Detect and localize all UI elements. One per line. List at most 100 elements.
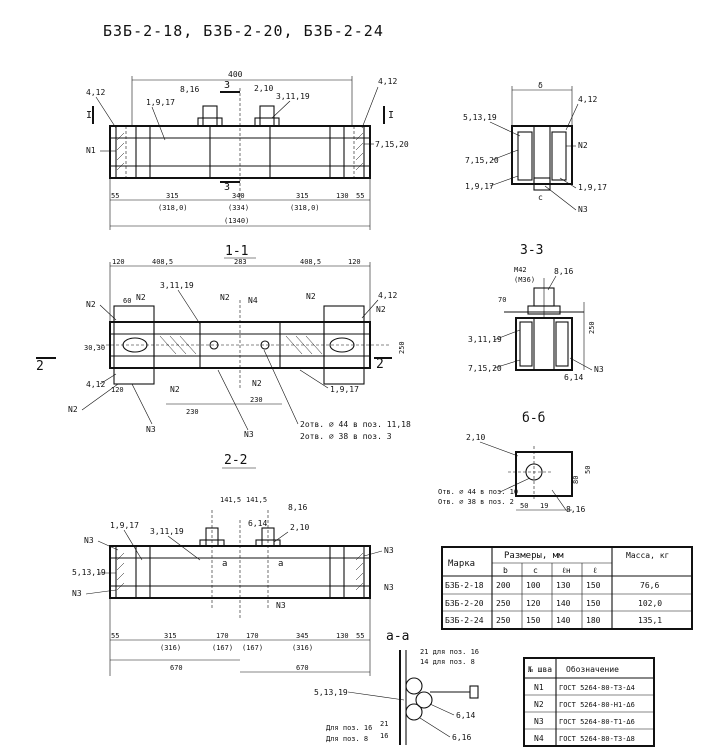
dimensions-table: Марка Размеры, мм Масса, кг b c ℓн ℓ БЗБ… [441, 546, 693, 630]
s22-label-5-13-19: 5,13,19 [72, 568, 106, 577]
wt-header-designation: Обозначение [566, 664, 619, 674]
section-2-2-title: 2-2 [224, 453, 247, 468]
dt-row2-mass: 102,0 [638, 599, 662, 608]
wt-row3-num: N3 [534, 717, 544, 726]
s11-dim-408-left: 408,5 [152, 258, 173, 266]
wt-row2-designation: ГОСТ 5264-80-Н1-Δ6 [559, 701, 635, 709]
s22-dim-170-a: 170 [216, 632, 229, 640]
s22-dim-130: 130 [336, 632, 349, 640]
s33-label-n3: N3 [594, 365, 604, 374]
s11-dim-30: 30,30 [84, 344, 105, 352]
s11-label-n2-f: N2 [68, 405, 78, 414]
section-mark-i-left: I [86, 110, 92, 121]
sbb-label-8-16: 8,16 [566, 505, 585, 514]
s22-dim-55-r: 55 [356, 632, 364, 640]
side-label-5-13-19: 5,13,19 [463, 113, 497, 122]
top-view: 400 4,12 1,9,17 8,16 3,11,19 2,10 4,12 7… [86, 70, 409, 230]
sbb-label-2-10: 2,10 [466, 433, 485, 442]
dt-header-sizes: Размеры, мм [504, 551, 564, 561]
dt-col-l: ℓ [593, 566, 597, 575]
side-view: δ 4,12 5,13,19 7,15,20 1,9,17 N2 1,9,17 … [463, 81, 607, 214]
drawing-title: БЗБ-2-18, БЗБ-2-20, БЗБ-2-24 [103, 22, 384, 40]
wt-row4-num: N4 [534, 734, 544, 743]
sbb-dim-50b: 50 [584, 466, 592, 474]
s11-mark-2-left: 2 [36, 359, 44, 374]
dim-55-right: 55 [356, 192, 364, 200]
section-mark-3-top: 3 [224, 80, 230, 91]
dt-header-mass: Масса, кг [626, 551, 669, 560]
dt-row1-c: 100 [526, 581, 541, 590]
sbb-dim-50: 50 [520, 502, 528, 510]
label-2-10: 2,10 [254, 84, 273, 93]
s22-label-n3-b: N3 [72, 589, 82, 598]
saa-label-6-16: 6,16 [452, 733, 471, 742]
s33-label-8-16: 8,16 [554, 267, 573, 276]
dim-130: 130 [336, 192, 349, 200]
section-a-a-title: а-а [386, 629, 409, 644]
label-4-12-left: 4,12 [86, 88, 105, 97]
s22-dim-345: 345 [296, 632, 309, 640]
s11-label-n2-a: N2 [86, 300, 96, 309]
s33-label-70: 70 [498, 296, 506, 304]
section-a-a: а-а 21 для поз. 16 14 для поз. 8 5,13,19… [314, 629, 479, 745]
wt-row1-num: N1 [534, 683, 544, 692]
s22-label-6-14: 6,14 [248, 519, 267, 528]
s22-dim-670-b: 670 [296, 664, 309, 672]
section-3-3-title: 3-3 [520, 243, 543, 258]
saa-note-1: 21 для поз. 16 [420, 648, 479, 656]
label-4-12-right: 4,12 [378, 77, 397, 86]
s11-label-60: 60 [123, 297, 131, 305]
s11-dim-250: 250 [398, 341, 406, 354]
s11-note-1: 2отв. ⌀ 44 в поз. 11,18 [300, 420, 411, 429]
sbb-dim-19: 19 [540, 502, 548, 510]
s22-dim-167-b: (167) [242, 644, 263, 652]
side-label-n3: N3 [578, 205, 588, 214]
s11-dim-120-side: 120 [111, 386, 124, 394]
dt-row1-ln: 130 [556, 581, 571, 590]
s11-label-n2-e: N2 [376, 305, 386, 314]
s11-label-4-12-left: 4,12 [86, 380, 105, 389]
dim-318-left: (318,0) [158, 204, 188, 212]
sbb-note-2: Отв. ⌀ 38 в поз. 2 [438, 498, 514, 506]
side-label-7-15-20: 7,15,20 [465, 156, 499, 165]
s11-dim-408-right: 408,5 [300, 258, 321, 266]
dt-row1-mass: 76,6 [640, 581, 659, 590]
label-1-9-17: 1,9,17 [146, 98, 175, 107]
s11-label-4-12-right: 4,12 [378, 291, 397, 300]
s33-label-m42: M42 [514, 266, 527, 274]
s22-mark-a-2: a [278, 559, 283, 569]
s22-label-8-16: 8,16 [288, 503, 307, 512]
s11-label-n3-b: N3 [244, 430, 254, 439]
label-8-16: 8,16 [180, 85, 199, 94]
dt-row2-mark: БЗБ-2-20 [445, 599, 484, 608]
s22-dim-315: 315 [164, 632, 177, 640]
wt-row1-designation: ГОСТ 5264-80-Т3-Δ4 [559, 684, 635, 692]
dt-row3-b: 250 [496, 616, 511, 625]
saa-note-4: Для поз. 8 [326, 735, 368, 743]
s11-mark-2-right: 2 [376, 357, 384, 372]
dt-row3-c: 150 [526, 616, 541, 625]
s22-label-n3-right: N3 [384, 546, 394, 555]
s33-dim-250: 250 [588, 321, 596, 334]
section-1-1: 1-1 120 408,5 283 408,5 120 N2 [36, 244, 411, 441]
s11-note-2: 2отв. ⌀ 38 в поз. 3 [300, 432, 392, 441]
dt-row1-l: 150 [586, 581, 601, 590]
dt-row3-mass: 135,1 [638, 616, 662, 625]
s33-label-3-11-19: 3,11,19 [468, 335, 502, 344]
s22-label-1-9-17: 1,9,17 [110, 521, 139, 530]
s11-label-n2-g: N2 [170, 385, 180, 394]
wt-row4-designation: ГОСТ 5264-80-Т3-Δ8 [559, 735, 635, 743]
s11-dim-120-right: 120 [348, 258, 361, 266]
s11-dim-283: 283 [234, 258, 247, 266]
s22-label-n3-a: N3 [84, 536, 94, 545]
s22-label-n3-c: N3 [384, 583, 394, 592]
s22-label-3-11-19: 3,11,19 [150, 527, 184, 536]
s22-dim-141-a: 141,5 [220, 496, 241, 504]
s11-dim-230-a: 230 [186, 408, 199, 416]
s22-dim-141-b: 141,5 [246, 496, 267, 504]
dt-row3-l: 180 [586, 616, 601, 625]
dim-55-left: 55 [111, 192, 119, 200]
wt-row3-designation: ГОСТ 5264-80-Т1-Δ6 [559, 718, 635, 726]
dim-315-left: 315 [166, 192, 179, 200]
